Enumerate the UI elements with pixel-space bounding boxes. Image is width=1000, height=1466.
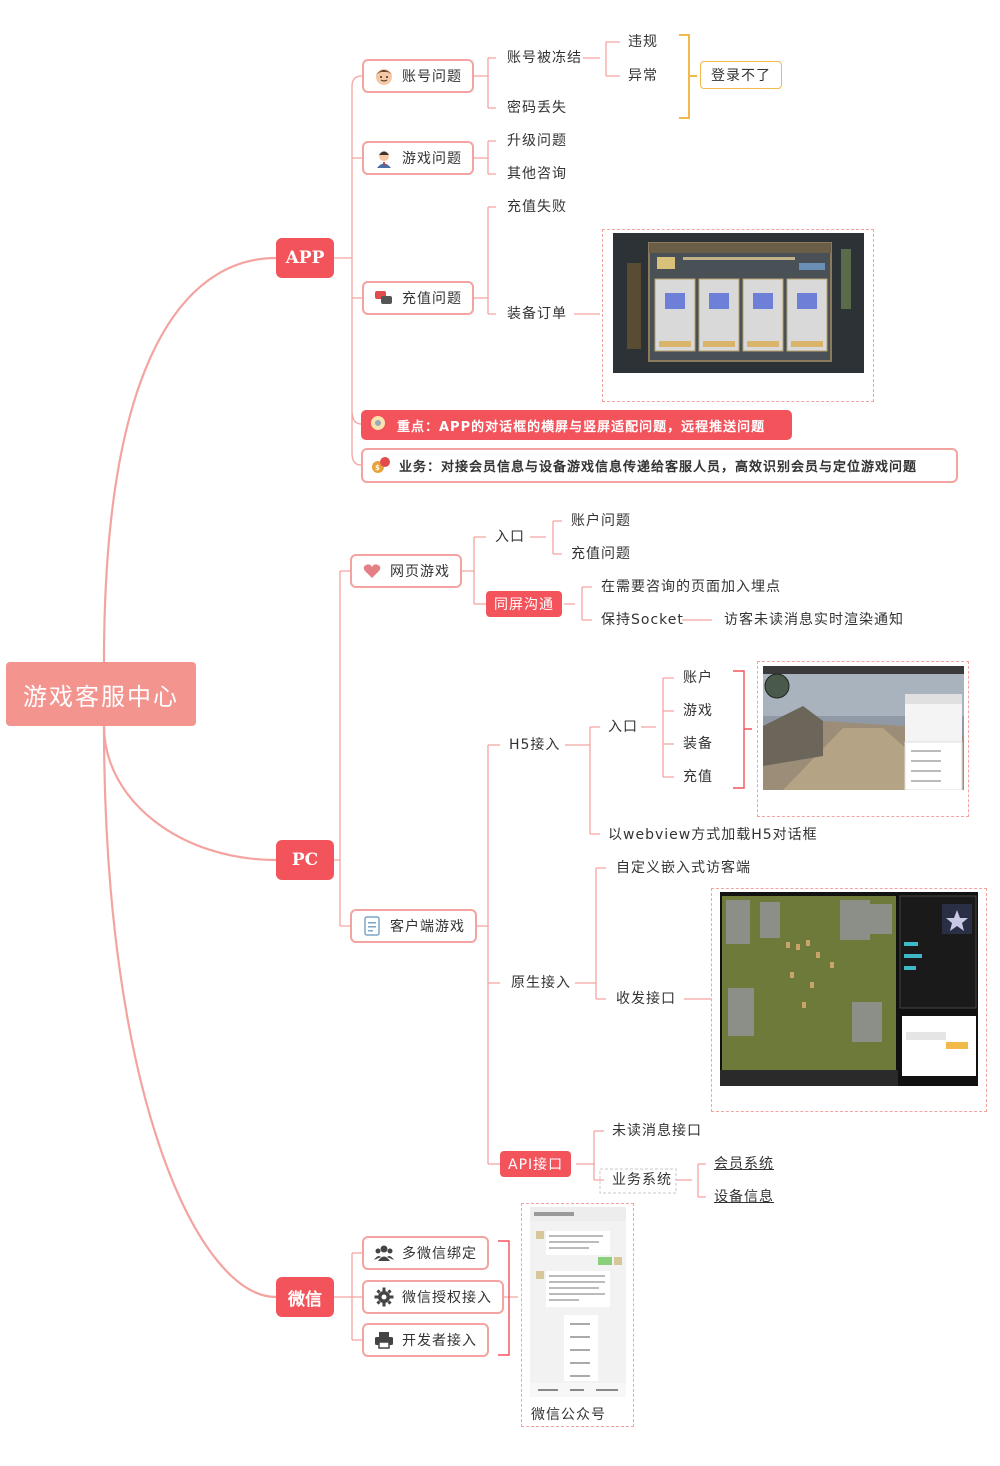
callout-business[interactable]: $ 业务：对接会员信息与设备游戏信息传递给客服人员，高效识别会员与定位游戏问题 bbox=[361, 448, 958, 483]
topic-account-problem[interactable]: 账户问题 bbox=[571, 513, 631, 529]
app-recharge-screenshot bbox=[613, 233, 864, 373]
printer-icon bbox=[374, 1330, 394, 1350]
topic-web-game-label: 网页游戏 bbox=[390, 564, 450, 580]
h5-game-screenshot bbox=[763, 666, 964, 790]
summary-cannot-login[interactable]: 登录不了 bbox=[700, 61, 782, 89]
topic-client-game[interactable]: 客户端游戏 bbox=[350, 909, 477, 943]
branch-app[interactable]: APP bbox=[276, 238, 334, 278]
topic-buried-point[interactable]: 在需要咨询的页面加入埋点 bbox=[601, 579, 781, 595]
topic-h5-access[interactable]: H5接入 bbox=[509, 737, 561, 753]
topic-unread-notify[interactable]: 访客未读消息实时渲染通知 bbox=[724, 612, 904, 628]
gear-badge-icon bbox=[369, 414, 387, 436]
topic-api-interface[interactable]: API接口 bbox=[500, 1151, 572, 1177]
native-game-screenshot bbox=[720, 892, 978, 1086]
callout-business-text: 业务：对接会员信息与设备游戏信息传递给客服人员，高效识别会员与定位游戏问题 bbox=[399, 460, 918, 475]
chat-bubbles-icon bbox=[374, 288, 394, 308]
topic-h5-entry[interactable]: 入口 bbox=[608, 719, 638, 735]
topic-game-issue[interactable]: 游戏问题 bbox=[362, 141, 474, 175]
gear-icon bbox=[374, 1287, 394, 1307]
app-screenshot-frame bbox=[602, 229, 874, 402]
document-icon bbox=[362, 916, 382, 936]
wechat-caption: 微信公众号 bbox=[531, 1407, 606, 1423]
topic-account-frozen[interactable]: 账号被冻结 bbox=[507, 50, 582, 66]
topic-web-game[interactable]: 网页游戏 bbox=[350, 554, 462, 588]
topic-recharge-failed[interactable]: 充值失败 bbox=[507, 199, 567, 215]
topic-password-lost[interactable]: 密码丢失 bbox=[507, 100, 567, 116]
topic-webview-load[interactable]: 以webview方式加载H5对话框 bbox=[608, 827, 818, 843]
topic-h5-item-game[interactable]: 游戏 bbox=[683, 703, 713, 719]
topic-account-issue-label: 账号问题 bbox=[402, 69, 462, 85]
topic-violation[interactable]: 违规 bbox=[628, 34, 658, 50]
users-icon bbox=[374, 1243, 394, 1263]
topic-other-consult[interactable]: 其他咨询 bbox=[507, 166, 567, 182]
boy-avatar-icon bbox=[374, 66, 394, 86]
link-device-info[interactable]: 设备信息 bbox=[714, 1189, 774, 1205]
topic-native-access[interactable]: 原生接入 bbox=[511, 975, 571, 991]
man-avatar-icon bbox=[374, 148, 394, 168]
branch-wechat[interactable]: 微信 bbox=[276, 1277, 334, 1317]
topic-h5-item-account[interactable]: 账户 bbox=[683, 670, 713, 686]
topic-h5-item-equipment[interactable]: 装备 bbox=[683, 736, 713, 752]
topic-equipment-order[interactable]: 装备订单 bbox=[507, 306, 567, 322]
topic-wechat-auth[interactable]: 微信授权接入 bbox=[362, 1280, 504, 1314]
topic-recharge-issue-label: 充值问题 bbox=[402, 291, 462, 307]
svg-text:$: $ bbox=[375, 464, 381, 472]
topic-h5-item-recharge[interactable]: 充值 bbox=[683, 769, 713, 785]
callout-key-point[interactable]: 重点：APP的对话框的横屏与竖屏适配问题，远程推送问题 bbox=[361, 410, 792, 440]
topic-wechat-auth-label: 微信授权接入 bbox=[402, 1290, 492, 1306]
topic-client-game-label: 客户端游戏 bbox=[390, 919, 465, 935]
topic-unread-api[interactable]: 未读消息接口 bbox=[612, 1123, 702, 1139]
topic-send-receive-api[interactable]: 收发接口 bbox=[616, 991, 676, 1007]
topic-keep-socket[interactable]: 保持Socket bbox=[601, 612, 684, 628]
heart-icon bbox=[362, 561, 382, 581]
h5-screenshot-frame bbox=[757, 661, 969, 817]
topic-developer-access[interactable]: 开发者接入 bbox=[362, 1323, 489, 1357]
topic-recharge-problem[interactable]: 充值问题 bbox=[571, 546, 631, 562]
native-screenshot-frame bbox=[711, 888, 987, 1112]
topic-multi-wechat[interactable]: 多微信绑定 bbox=[362, 1236, 489, 1270]
topic-same-screen[interactable]: 同屏沟通 bbox=[486, 591, 562, 617]
link-member-system[interactable]: 会员系统 bbox=[714, 1156, 774, 1172]
topic-upgrade[interactable]: 升级问题 bbox=[507, 133, 567, 149]
topic-game-issue-label: 游戏问题 bbox=[402, 151, 462, 167]
money-bag-icon: $ bbox=[371, 454, 391, 478]
topic-abnormal[interactable]: 异常 bbox=[628, 68, 658, 84]
topic-business-system[interactable]: 业务系统 bbox=[612, 1172, 672, 1188]
callout-key-point-text: 重点：APP的对话框的横屏与竖屏适配问题，远程推送问题 bbox=[397, 419, 766, 435]
wechat-official-account-screenshot bbox=[530, 1207, 626, 1397]
wechat-screenshot-frame bbox=[521, 1203, 634, 1427]
topic-custom-visitor[interactable]: 自定义嵌入式访客端 bbox=[616, 860, 751, 876]
branch-pc[interactable]: PC bbox=[276, 840, 334, 880]
topic-web-entry[interactable]: 入口 bbox=[495, 529, 525, 545]
topic-developer-access-label: 开发者接入 bbox=[402, 1333, 477, 1349]
topic-account-issue[interactable]: 账号问题 bbox=[362, 59, 474, 93]
root-topic[interactable]: 游戏客服中心 bbox=[6, 662, 196, 726]
topic-multi-wechat-label: 多微信绑定 bbox=[402, 1246, 477, 1262]
topic-recharge-issue[interactable]: 充值问题 bbox=[362, 281, 474, 315]
